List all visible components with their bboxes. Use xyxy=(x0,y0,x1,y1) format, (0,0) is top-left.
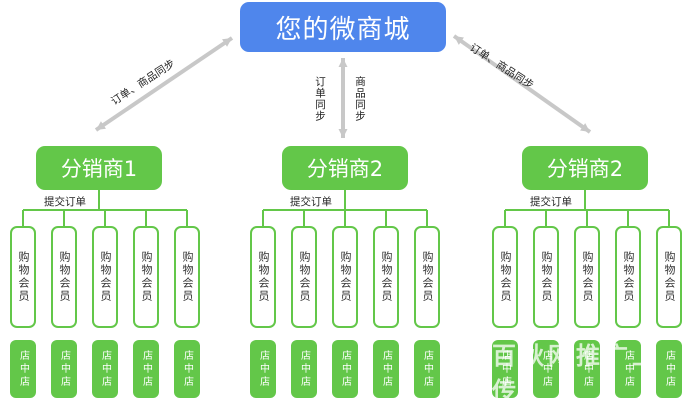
store-label: 店中店 xyxy=(540,349,552,389)
distributor-label: 分销商1 xyxy=(60,157,138,181)
member-node: 购物会员 xyxy=(10,226,36,328)
store-label: 店中店 xyxy=(622,349,634,389)
member-label: 购物会员 xyxy=(181,251,194,303)
member-node: 购物会员 xyxy=(174,226,200,328)
top-node: 您的微商城 xyxy=(240,2,446,52)
member-node: 购物会员 xyxy=(414,226,440,328)
member-label: 购物会员 xyxy=(140,251,153,303)
arrow-head xyxy=(338,129,348,138)
distributor-node: 分销商1 xyxy=(36,146,162,190)
store-label: 店中店 xyxy=(17,349,29,389)
arrow-head xyxy=(338,58,348,67)
store-node: 店中店 xyxy=(250,340,276,398)
member-label: 购物会员 xyxy=(298,251,311,303)
store-label: 店中店 xyxy=(421,349,433,389)
submit-order-label: 提交订单 xyxy=(290,196,332,208)
store-node: 店中店 xyxy=(10,340,36,398)
member-node: 购物会员 xyxy=(291,226,317,328)
store-label: 店中店 xyxy=(99,349,111,389)
member-node: 购物会员 xyxy=(133,226,159,328)
member-label: 购物会员 xyxy=(339,251,352,303)
store-node: 店中店 xyxy=(414,340,440,398)
watermark-text: 百秋网推广上传 xyxy=(492,342,660,405)
arrow-head xyxy=(454,36,464,45)
member-label: 购物会员 xyxy=(581,251,594,303)
store-node: 店中店 xyxy=(533,340,559,398)
store-node: 店中店 xyxy=(492,340,518,398)
member-label: 购物会员 xyxy=(540,251,553,303)
submit-order-label: 提交订单 xyxy=(530,196,572,208)
member-label: 购物会员 xyxy=(421,251,434,303)
store-node: 店中店 xyxy=(51,340,77,398)
store-node: 店中店 xyxy=(332,340,358,398)
member-node: 购物会员 xyxy=(92,226,118,328)
store-label: 店中店 xyxy=(58,349,70,389)
store-label: 店中店 xyxy=(339,349,351,389)
store-node: 店中店 xyxy=(615,340,641,398)
distributor-node: 分销商2 xyxy=(522,146,648,190)
member-node: 购物会员 xyxy=(533,226,559,328)
member-node: 购物会员 xyxy=(615,226,641,328)
member-node: 购物会员 xyxy=(574,226,600,328)
store-node: 店中店 xyxy=(92,340,118,398)
store-label: 店中店 xyxy=(298,349,310,389)
arrow-head xyxy=(222,38,232,47)
store-label: 店中店 xyxy=(663,349,675,389)
store-label: 店中店 xyxy=(581,349,593,389)
member-label: 购物会员 xyxy=(622,251,635,303)
store-node: 店中店 xyxy=(574,340,600,398)
member-label: 购物会员 xyxy=(99,251,112,303)
distributor-node: 分销商2 xyxy=(282,146,408,190)
member-node: 购物会员 xyxy=(250,226,276,328)
member-label: 购物会员 xyxy=(380,251,393,303)
member-label: 购物会员 xyxy=(257,251,270,303)
store-label: 店中店 xyxy=(181,349,193,389)
arrow-label-center-up: 订单同步 xyxy=(314,76,326,122)
member-label: 购物会员 xyxy=(17,251,30,303)
arrow-head xyxy=(580,123,590,132)
member-label: 购物会员 xyxy=(58,251,71,303)
store-label: 店中店 xyxy=(499,349,511,389)
member-label: 购物会员 xyxy=(499,251,512,303)
top-node-label: 您的微商城 xyxy=(275,14,411,45)
distributor-label: 分销商2 xyxy=(306,157,384,181)
submit-order-label: 提交订单 xyxy=(44,196,86,208)
connector-line xyxy=(452,34,592,134)
store-node: 店中店 xyxy=(373,340,399,398)
member-node: 购物会员 xyxy=(51,226,77,328)
member-node: 购物会员 xyxy=(492,226,518,328)
member-node: 购物会员 xyxy=(373,226,399,328)
store-label: 店中店 xyxy=(380,349,392,389)
store-node: 店中店 xyxy=(656,340,682,398)
member-label: 购物会员 xyxy=(663,251,676,303)
store-label: 店中店 xyxy=(140,349,152,389)
distributor-label: 分销商2 xyxy=(546,157,624,181)
store-node: 店中店 xyxy=(174,340,200,398)
member-node: 购物会员 xyxy=(656,226,682,328)
store-node: 店中店 xyxy=(291,340,317,398)
arrow-head xyxy=(96,121,106,130)
store-label: 店中店 xyxy=(257,349,269,389)
member-node: 购物会员 xyxy=(332,226,358,328)
store-node: 店中店 xyxy=(133,340,159,398)
connector-line xyxy=(94,36,234,132)
arrow-label-center-down: 商品同步 xyxy=(354,76,366,122)
